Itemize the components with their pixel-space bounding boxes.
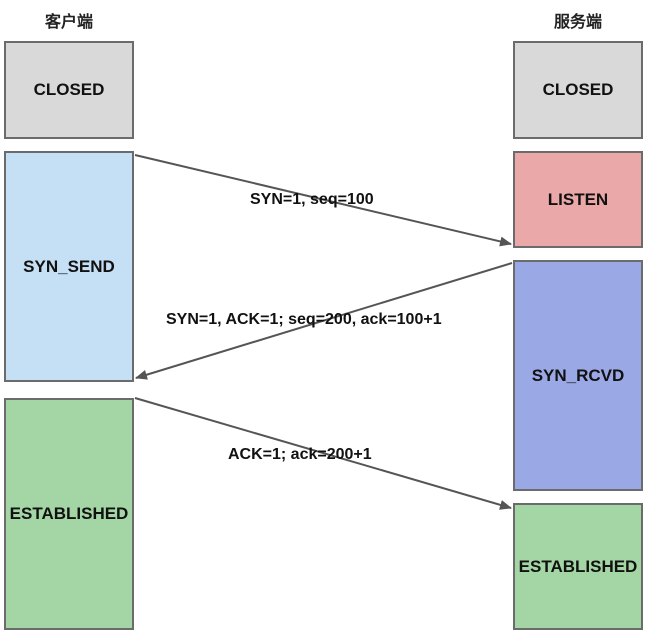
message-syn-label: SYN=1, seq=100 (250, 191, 374, 208)
server-header: 服务端 (553, 12, 602, 31)
client-state-established: ESTABLISHED (4, 398, 134, 630)
server-state-listen: LISTEN (513, 151, 643, 248)
arrow-syn-ack (135, 262, 513, 380)
client-state-syn-send: SYN_SEND (4, 151, 134, 382)
server-state-syn-rcvd: SYN_RCVD (513, 260, 643, 491)
client-state-closed: CLOSED (4, 41, 134, 139)
message-syn-ack-label: SYN=1, ACK=1; seq=200, ack=100+1 (166, 311, 442, 328)
arrow-syn (134, 154, 512, 247)
message-ack-label: ACK=1; ack=200+1 (228, 446, 372, 463)
client-header: 客户端 (44, 12, 93, 31)
server-state-established: ESTABLISHED (513, 503, 643, 630)
server-state-closed: CLOSED (513, 41, 643, 139)
arrow-ack (134, 397, 512, 510)
